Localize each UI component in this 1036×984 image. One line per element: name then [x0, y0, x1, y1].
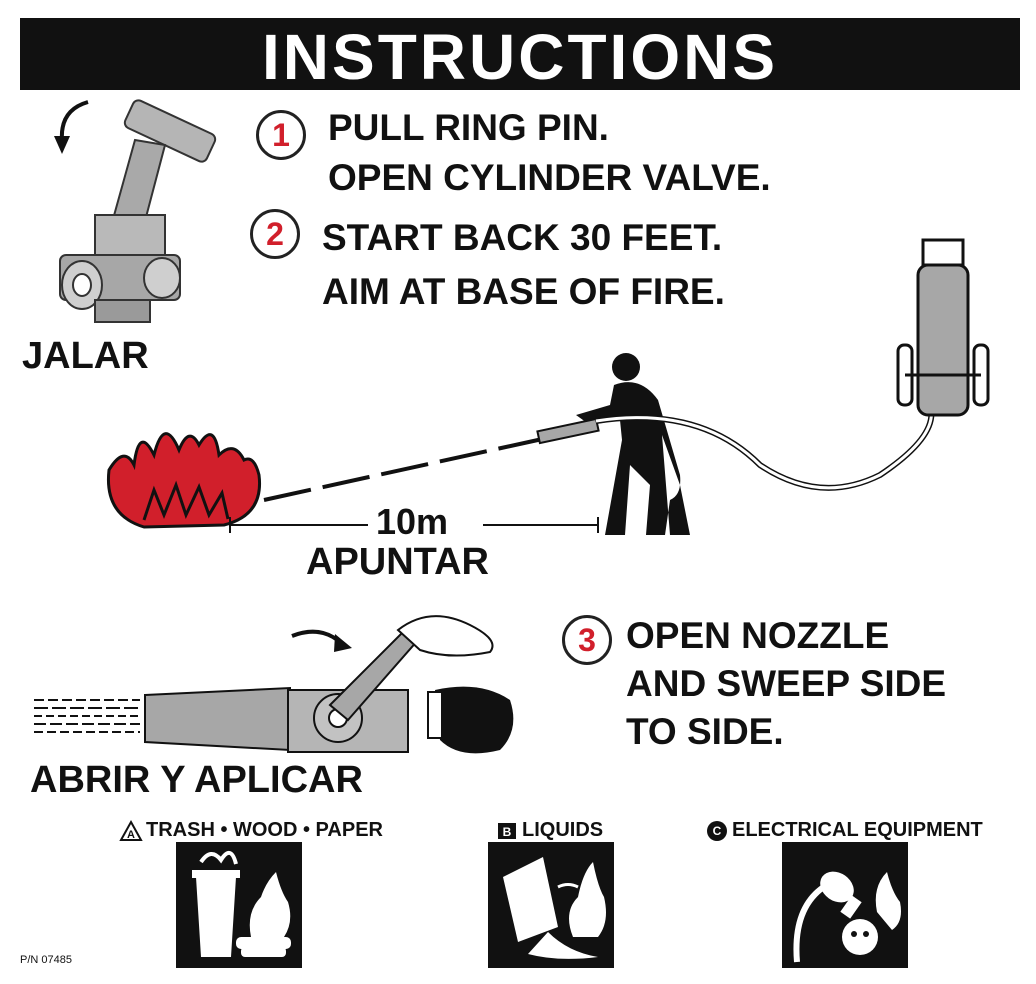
- header-bar: INSTRUCTIONS: [20, 18, 1020, 93]
- cylinder-valve-icon: [54, 99, 217, 323]
- apuntar-label: APUNTAR: [306, 541, 489, 583]
- distance-label: 10m: [376, 501, 449, 542]
- distance-arrow-icon: [229, 517, 599, 533]
- step-3-line-3: TO SIDE.: [626, 711, 784, 752]
- page-title: INSTRUCTIONS: [262, 21, 778, 93]
- circle-icon: C: [706, 818, 728, 842]
- class-b-letter: B: [503, 825, 512, 839]
- class-a-label: A TRASH • WOOD • PAPER: [119, 818, 383, 842]
- class-c-letter: C: [713, 824, 722, 838]
- class-b-label: B LIQUIDS: [496, 818, 603, 842]
- step-2-number: 2: [250, 209, 300, 259]
- step-2-line-2: AIM AT BASE OF FIRE.: [322, 271, 725, 312]
- square-icon: B: [496, 818, 518, 842]
- jalar-label: JALAR: [22, 335, 149, 377]
- step-3-line-1: OPEN NOZZLE: [626, 615, 890, 656]
- nozzle-sweep-icon: [34, 615, 514, 754]
- electrical-fire-icon: [782, 842, 908, 968]
- fire-icon: [106, 432, 262, 529]
- spray-stream-icon: [263, 436, 548, 502]
- step-1-line-1: PULL RING PIN.: [328, 107, 609, 148]
- class-c-label: C ELECTRICAL EQUIPMENT: [706, 818, 983, 842]
- class-c-text: ELECTRICAL EQUIPMENT: [732, 819, 983, 841]
- class-b-text: LIQUIDS: [522, 819, 604, 841]
- step-3-line-2: AND SWEEP SIDE: [626, 663, 947, 704]
- step-1-line-2: OPEN CYLINDER VALVE.: [328, 157, 771, 198]
- class-a-letter: A: [127, 829, 135, 841]
- operator-with-extinguisher-icon: [536, 238, 990, 535]
- class-a-text: TRASH • WOOD • PAPER: [146, 819, 383, 841]
- step-3-number: 3: [562, 615, 612, 665]
- step-1-number: 1: [256, 110, 306, 160]
- abrir-label: ABRIR Y APLICAR: [30, 759, 363, 801]
- liquid-fire-icon: [488, 842, 614, 968]
- triangle-icon: A: [119, 818, 143, 842]
- trash-fire-icon: [176, 842, 302, 968]
- part-number: P/N 07485: [20, 954, 72, 966]
- step-2-line-1: START BACK 30 FEET.: [322, 217, 723, 258]
